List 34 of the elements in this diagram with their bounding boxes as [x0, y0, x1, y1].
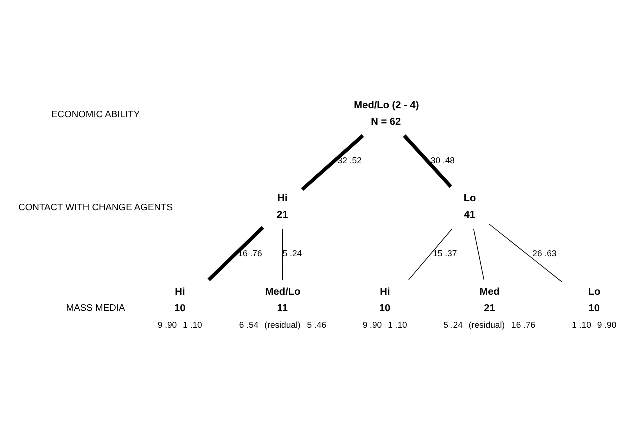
- node-label: 16 .76: [512, 319, 536, 330]
- node-text: Med/Lo (2 - 4) N = 62: [354, 100, 420, 128]
- node-label: 9 .90: [597, 319, 617, 330]
- node-text: Hi 10: [174, 286, 186, 314]
- node-text: Hi 21: [276, 193, 288, 221]
- connector: [403, 134, 452, 188]
- connector: [208, 226, 264, 281]
- connector: [408, 228, 453, 280]
- label: ECONOMIC ABILITY: [52, 108, 140, 119]
- connector: [301, 134, 364, 191]
- node-label: (residual): [468, 319, 506, 330]
- edge-label: 30 .48: [430, 155, 455, 166]
- node-label: 1 .10: [388, 319, 408, 330]
- connector: [473, 228, 485, 280]
- connector: [282, 228, 284, 280]
- node-text: Lo 41: [464, 193, 476, 221]
- connector: [488, 223, 562, 282]
- node-label: 5 .24: [444, 319, 463, 330]
- label: MASS MEDIA: [66, 302, 126, 313]
- edge-label: 5 .24: [282, 248, 302, 258]
- edge-label: 26 .63: [532, 248, 557, 258]
- node-text: Hi 10: [379, 286, 391, 314]
- label: CONTACT WITH CHANGE AGENTS: [18, 202, 173, 212]
- node-label: 6 .54: [239, 319, 259, 330]
- node-text: Lo 10: [588, 286, 601, 314]
- node-label: 5 .46: [307, 319, 327, 330]
- edge-label: 15 .37: [433, 248, 458, 258]
- node-text: Med/Lo 11: [265, 286, 301, 314]
- node-label: 1 .10: [572, 319, 592, 330]
- node-label: (residual): [264, 319, 301, 330]
- node-label: 9 .90: [362, 319, 382, 330]
- node-label: 1 .10: [183, 319, 202, 330]
- node-text: Med 21: [480, 286, 500, 314]
- node-label: 9 .90: [158, 319, 178, 330]
